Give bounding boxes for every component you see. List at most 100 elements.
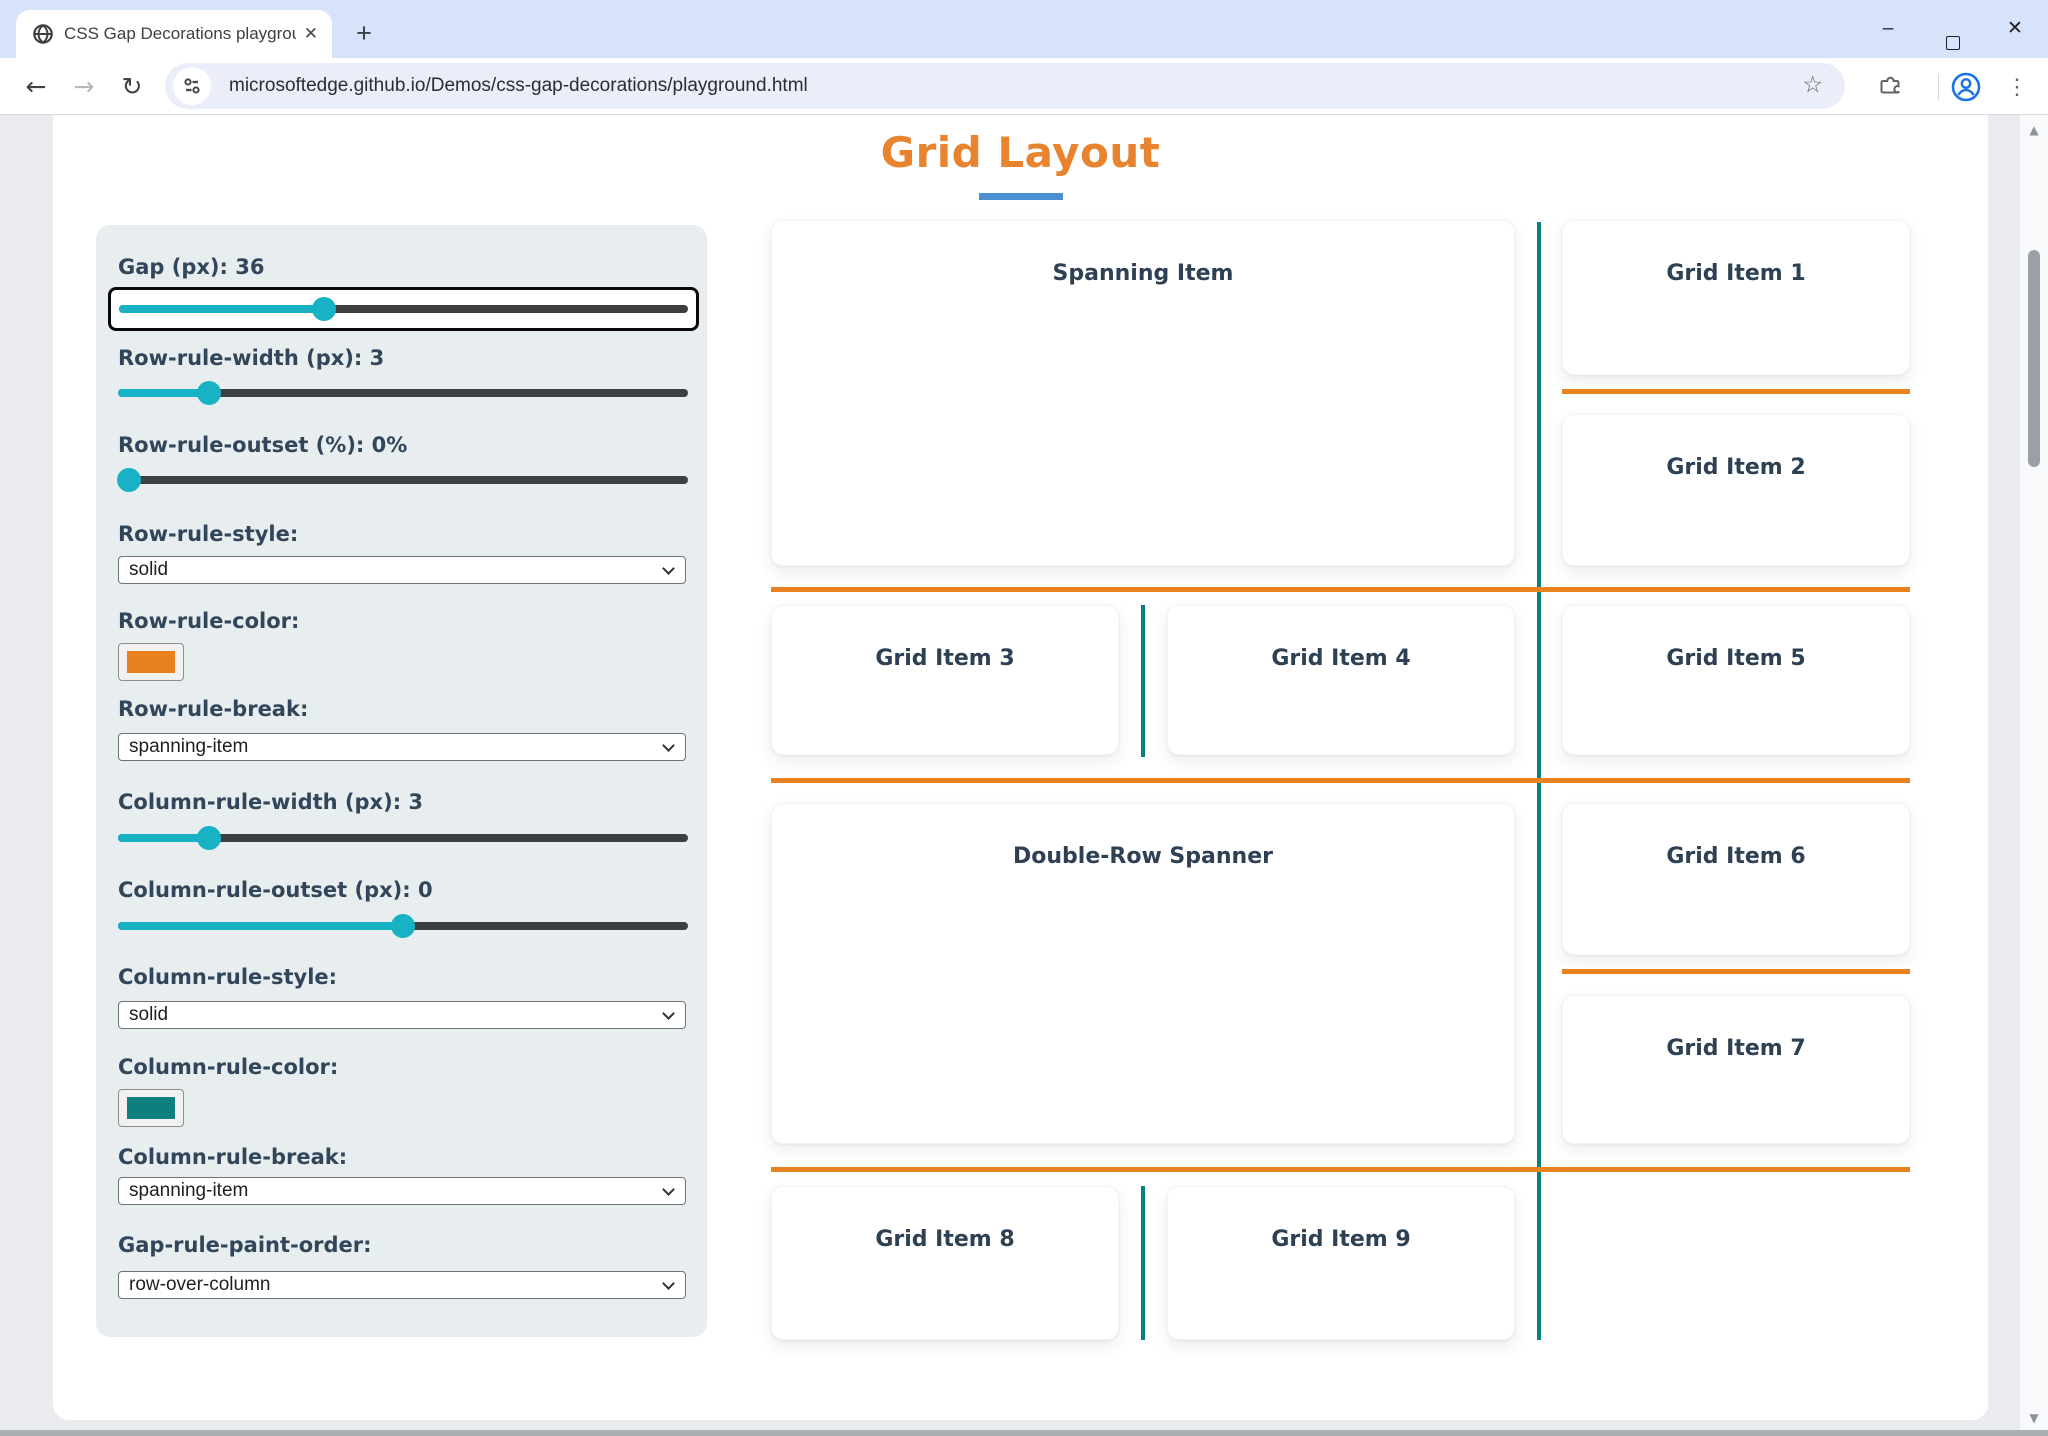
column-rule-outset-slider[interactable] xyxy=(118,913,688,939)
column-rule-break-label: Column-rule-break: xyxy=(118,1145,348,1169)
window-minimize-button[interactable]: – xyxy=(1882,18,1894,39)
row-rule-outset-track[interactable] xyxy=(118,476,688,484)
tab-close-icon[interactable]: ✕ xyxy=(303,24,318,43)
maximize-icon xyxy=(1946,36,1960,50)
grid-item-label: Grid Item 4 xyxy=(1271,646,1411,671)
horizontal-scrollbar[interactable] xyxy=(0,1430,2048,1436)
grid-item-label: Grid Item 1 xyxy=(1666,261,1806,286)
page-title: Grid Layout xyxy=(880,128,1161,177)
row-rule-full-2 xyxy=(771,778,1910,783)
gap-slider-focus-ring xyxy=(108,287,699,331)
gap-slider[interactable] xyxy=(119,296,688,322)
page-background: Grid Layout Gap (px): 36 Row-rule-width … xyxy=(0,115,2048,1436)
url-text[interactable]: microsoftedge.github.io/Demos/css-gap-de… xyxy=(229,75,808,96)
row-rule-break-label: Row-rule-break: xyxy=(118,697,309,721)
row-rule-outset-label: Row-rule-outset (%): 0% xyxy=(118,433,408,457)
row-rule-col3-a xyxy=(1562,389,1910,394)
window-maximize-button[interactable] xyxy=(1931,14,1975,50)
main-content: Grid Layout Gap (px): 36 Row-rule-width … xyxy=(53,115,1988,1420)
column-rule-outset-thumb[interactable] xyxy=(391,914,415,938)
bookmark-star-icon[interactable]: ☆ xyxy=(1802,72,1823,98)
back-button[interactable]: ← xyxy=(25,72,47,101)
grid-item-9: Grid Item 9 xyxy=(1167,1186,1515,1340)
row-rule-color-chip xyxy=(127,651,175,673)
column-rule-width-fill xyxy=(118,834,210,842)
row-rule-outset-thumb[interactable] xyxy=(117,468,142,492)
row-rule-style-label: Row-rule-style: xyxy=(118,522,299,546)
column-rule-style-value: solid xyxy=(129,1004,169,1025)
scroll-up-icon[interactable]: ▲ xyxy=(2029,123,2039,137)
column-rule-break-value: spanning-item xyxy=(129,1180,249,1201)
gap-slider-label: Gap (px): 36 xyxy=(118,255,265,279)
grid-item-label: Grid Item 3 xyxy=(875,646,1015,671)
row-rule-break-select[interactable]: spanning-item xyxy=(118,733,686,761)
row-rule-full-1 xyxy=(771,587,1910,592)
site-info-button[interactable] xyxy=(173,67,211,105)
browser-titlebar: CSS Gap Decorations playgroun ✕ + – ✕ xyxy=(0,0,2048,58)
controls-panel: Gap (px): 36 Row-rule-width (px): 3 Row-… xyxy=(96,225,707,1337)
grid-item-label: Grid Item 8 xyxy=(875,1227,1015,1252)
toolbar-divider xyxy=(1938,74,1939,100)
globe-favicon-icon xyxy=(33,24,53,44)
row-rule-color-picker[interactable] xyxy=(118,643,184,681)
tab-title: CSS Gap Decorations playgroun xyxy=(64,24,296,43)
forward-button[interactable]: → xyxy=(73,72,95,101)
row-rule-width-fill xyxy=(118,389,210,397)
gap-rule-paint-order-select[interactable]: row-over-column xyxy=(118,1271,686,1299)
menu-kebab-icon[interactable]: ⋮ xyxy=(2006,74,2028,99)
vertical-scrollbar-thumb[interactable] xyxy=(2028,250,2040,467)
row-rule-outset-slider[interactable] xyxy=(117,467,688,493)
grid-item-label: Grid Item 7 xyxy=(1666,1036,1806,1061)
title-underline xyxy=(978,193,1063,200)
gap-rule-paint-order-value: row-over-column xyxy=(129,1274,271,1295)
row-rule-width-slider[interactable] xyxy=(118,380,688,406)
column-rule-break-select[interactable]: spanning-item xyxy=(118,1177,686,1205)
row-rule-width-track[interactable] xyxy=(118,389,688,397)
grid-item-label: Spanning Item xyxy=(1052,261,1234,286)
row-rule-width-label: Row-rule-width (px): 3 xyxy=(118,346,385,370)
grid-item-4: Grid Item 4 xyxy=(1167,605,1515,755)
column-rule-color-picker[interactable] xyxy=(118,1089,184,1127)
tune-icon xyxy=(184,78,200,94)
grid-item-label: Grid Item 6 xyxy=(1666,844,1806,869)
extensions-icon[interactable] xyxy=(1878,74,1904,100)
gap-rule-paint-order-label: Gap-rule-paint-order: xyxy=(118,1233,372,1257)
grid-item-label: Grid Item 5 xyxy=(1666,646,1806,671)
address-bar[interactable]: microsoftedge.github.io/Demos/css-gap-de… xyxy=(165,63,1845,109)
row-rule-break-value: spanning-item xyxy=(129,736,249,757)
column-rule-width-thumb[interactable] xyxy=(197,826,222,850)
column-rule-width-track[interactable] xyxy=(118,834,688,842)
grid-item-7: Grid Item 7 xyxy=(1562,995,1910,1144)
row-rule-style-value: solid xyxy=(129,559,169,580)
grid-item-3: Grid Item 3 xyxy=(771,605,1119,755)
new-tab-button[interactable]: + xyxy=(356,18,372,48)
row-rule-width-thumb[interactable] xyxy=(197,381,222,405)
chevron-down-icon xyxy=(662,1183,675,1196)
gap-slider-track[interactable] xyxy=(119,305,688,313)
column-rule-style-label: Column-rule-style: xyxy=(118,965,338,989)
grid-item-6: Grid Item 6 xyxy=(1562,803,1910,955)
reload-button[interactable]: ↻ xyxy=(121,72,143,101)
chevron-down-icon xyxy=(662,739,675,752)
gap-slider-fill xyxy=(119,305,324,313)
column-rule-outset-fill xyxy=(118,922,403,930)
row-rule-col3-b xyxy=(1562,969,1910,974)
grid-item-2: Grid Item 2 xyxy=(1562,414,1910,566)
column-rule-outset-label: Column-rule-outset (px): 0 xyxy=(118,878,433,902)
profile-icon[interactable] xyxy=(1950,71,1982,103)
column-rule-row5 xyxy=(1141,1186,1145,1340)
vertical-scrollbar[interactable]: ▲ ▼ xyxy=(2020,115,2048,1430)
row-rule-style-select[interactable]: solid xyxy=(118,556,686,584)
chevron-down-icon xyxy=(662,1007,675,1020)
scroll-down-icon[interactable]: ▼ xyxy=(2029,1411,2039,1425)
window-close-button[interactable]: ✕ xyxy=(2007,18,2023,39)
gap-slider-thumb[interactable] xyxy=(311,297,336,321)
row-rule-color-label: Row-rule-color: xyxy=(118,609,300,633)
grid-item-label: Grid Item 9 xyxy=(1271,1227,1411,1252)
grid-item-label: Double-Row Spanner xyxy=(1013,844,1273,869)
column-rule-width-slider[interactable] xyxy=(118,825,688,851)
column-rule-style-select[interactable]: solid xyxy=(118,1001,686,1029)
browser-tab[interactable]: CSS Gap Decorations playgroun ✕ xyxy=(16,10,332,58)
column-rule-color-label: Column-rule-color: xyxy=(118,1055,339,1079)
row-rule-full-3 xyxy=(771,1167,1910,1172)
